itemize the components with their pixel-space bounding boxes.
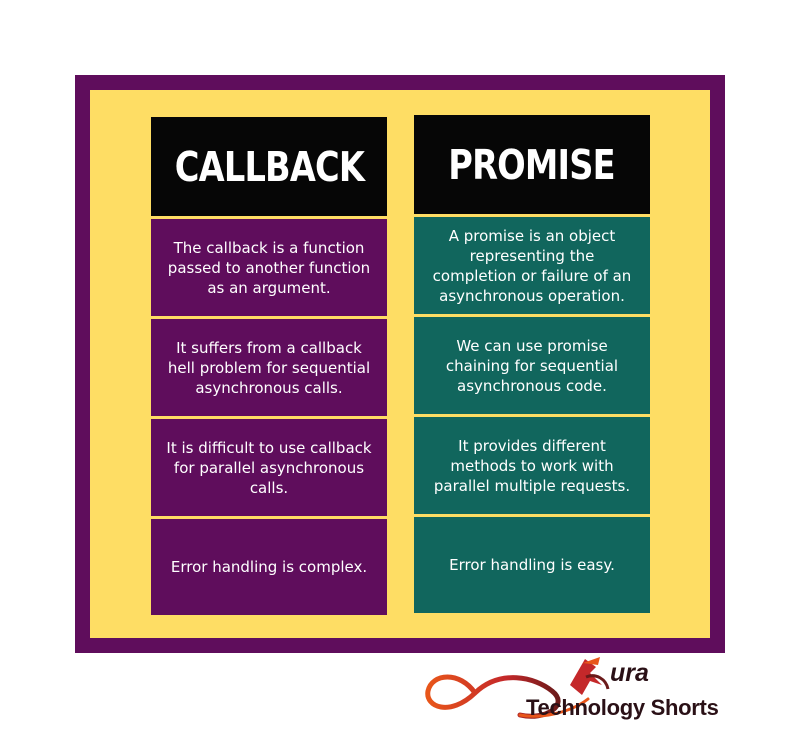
promise-row-1: A promise is an object representing the … [414, 217, 650, 314]
logo-subtitle: Technology Shorts [526, 695, 719, 720]
infinity-logo-icon [425, 657, 610, 719]
callback-title: CALLBACK [174, 142, 364, 191]
callback-row-4: Error handling is complex. [151, 519, 387, 615]
callback-column: CALLBACK The callback is a function pass… [151, 117, 387, 615]
promise-row-2: We can use promise chaining for sequenti… [414, 317, 650, 414]
callback-row-3: It is difficult to use callback for para… [151, 419, 387, 516]
promise-header: PROMISE [414, 115, 650, 214]
brand-logo: ura Technology Shorts [420, 655, 730, 725]
callback-header: CALLBACK [151, 117, 387, 216]
promise-row-3: It provides different methods to work wi… [414, 417, 650, 514]
promise-row-4: Error handling is easy. [414, 517, 650, 613]
promise-title: PROMISE [448, 140, 616, 189]
logo-brand-text: ura [610, 659, 649, 687]
promise-column: PROMISE A promise is an object represent… [414, 115, 650, 613]
callback-row-1: The callback is a function passed to ano… [151, 219, 387, 316]
callback-row-2: It suffers from a callback hell problem … [151, 319, 387, 416]
